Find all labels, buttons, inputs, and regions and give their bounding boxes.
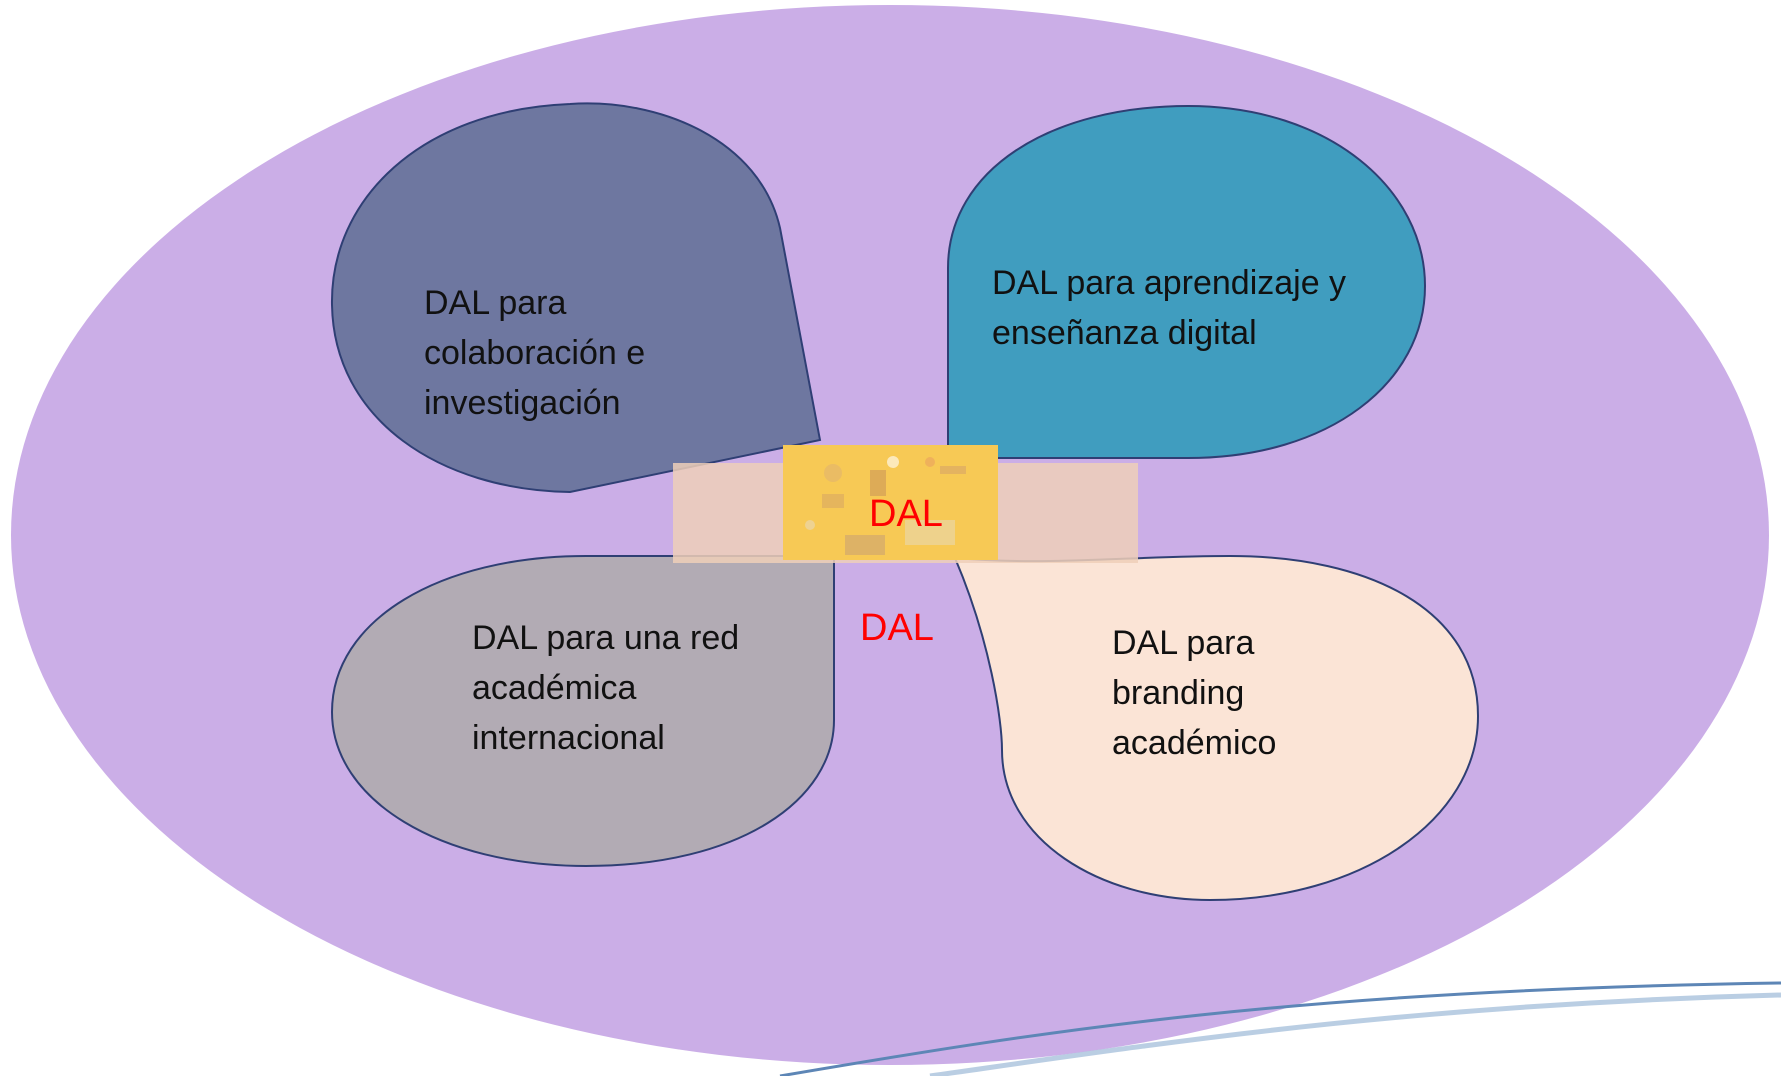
petal-text-line: DAL para aprendizaje y: [992, 264, 1347, 302]
decorative-swoosh: [779, 981, 1781, 1076]
petal-top-left: [330, 102, 822, 494]
petal-text-line: DAL para: [1112, 624, 1255, 662]
petal-text-line: DAL para una red: [472, 619, 740, 657]
center-dal-label: DAL: [869, 493, 943, 535]
petal-top-right: [947, 104, 1427, 459]
petal-top-left-text: DAL para colaboración e investigación: [424, 278, 645, 428]
petal-bottom-left-text: DAL para una red académica internacional: [472, 613, 739, 763]
petal-top-right-text: DAL para aprendizaje y enseñanza digital: [992, 258, 1346, 358]
petal-text-line: branding: [1112, 674, 1245, 712]
digital-learning-illustration-icon: [783, 445, 998, 560]
petal-text-line: académica: [472, 669, 637, 707]
petal-text-line: investigación: [424, 384, 621, 422]
petal-text-line: colaboración e: [424, 334, 646, 372]
petal-text-line: DAL para: [424, 284, 567, 322]
petal-bottom-right-text: DAL para branding académico: [1112, 618, 1276, 768]
petal-text-line: académico: [1112, 724, 1277, 762]
petal-bottom-left: [330, 555, 835, 868]
petal-text-line: internacional: [472, 719, 665, 757]
petal-text-line: enseñanza digital: [992, 314, 1257, 352]
core-dal-label: DAL: [860, 607, 934, 649]
petal-bottom-right: [953, 554, 1480, 902]
